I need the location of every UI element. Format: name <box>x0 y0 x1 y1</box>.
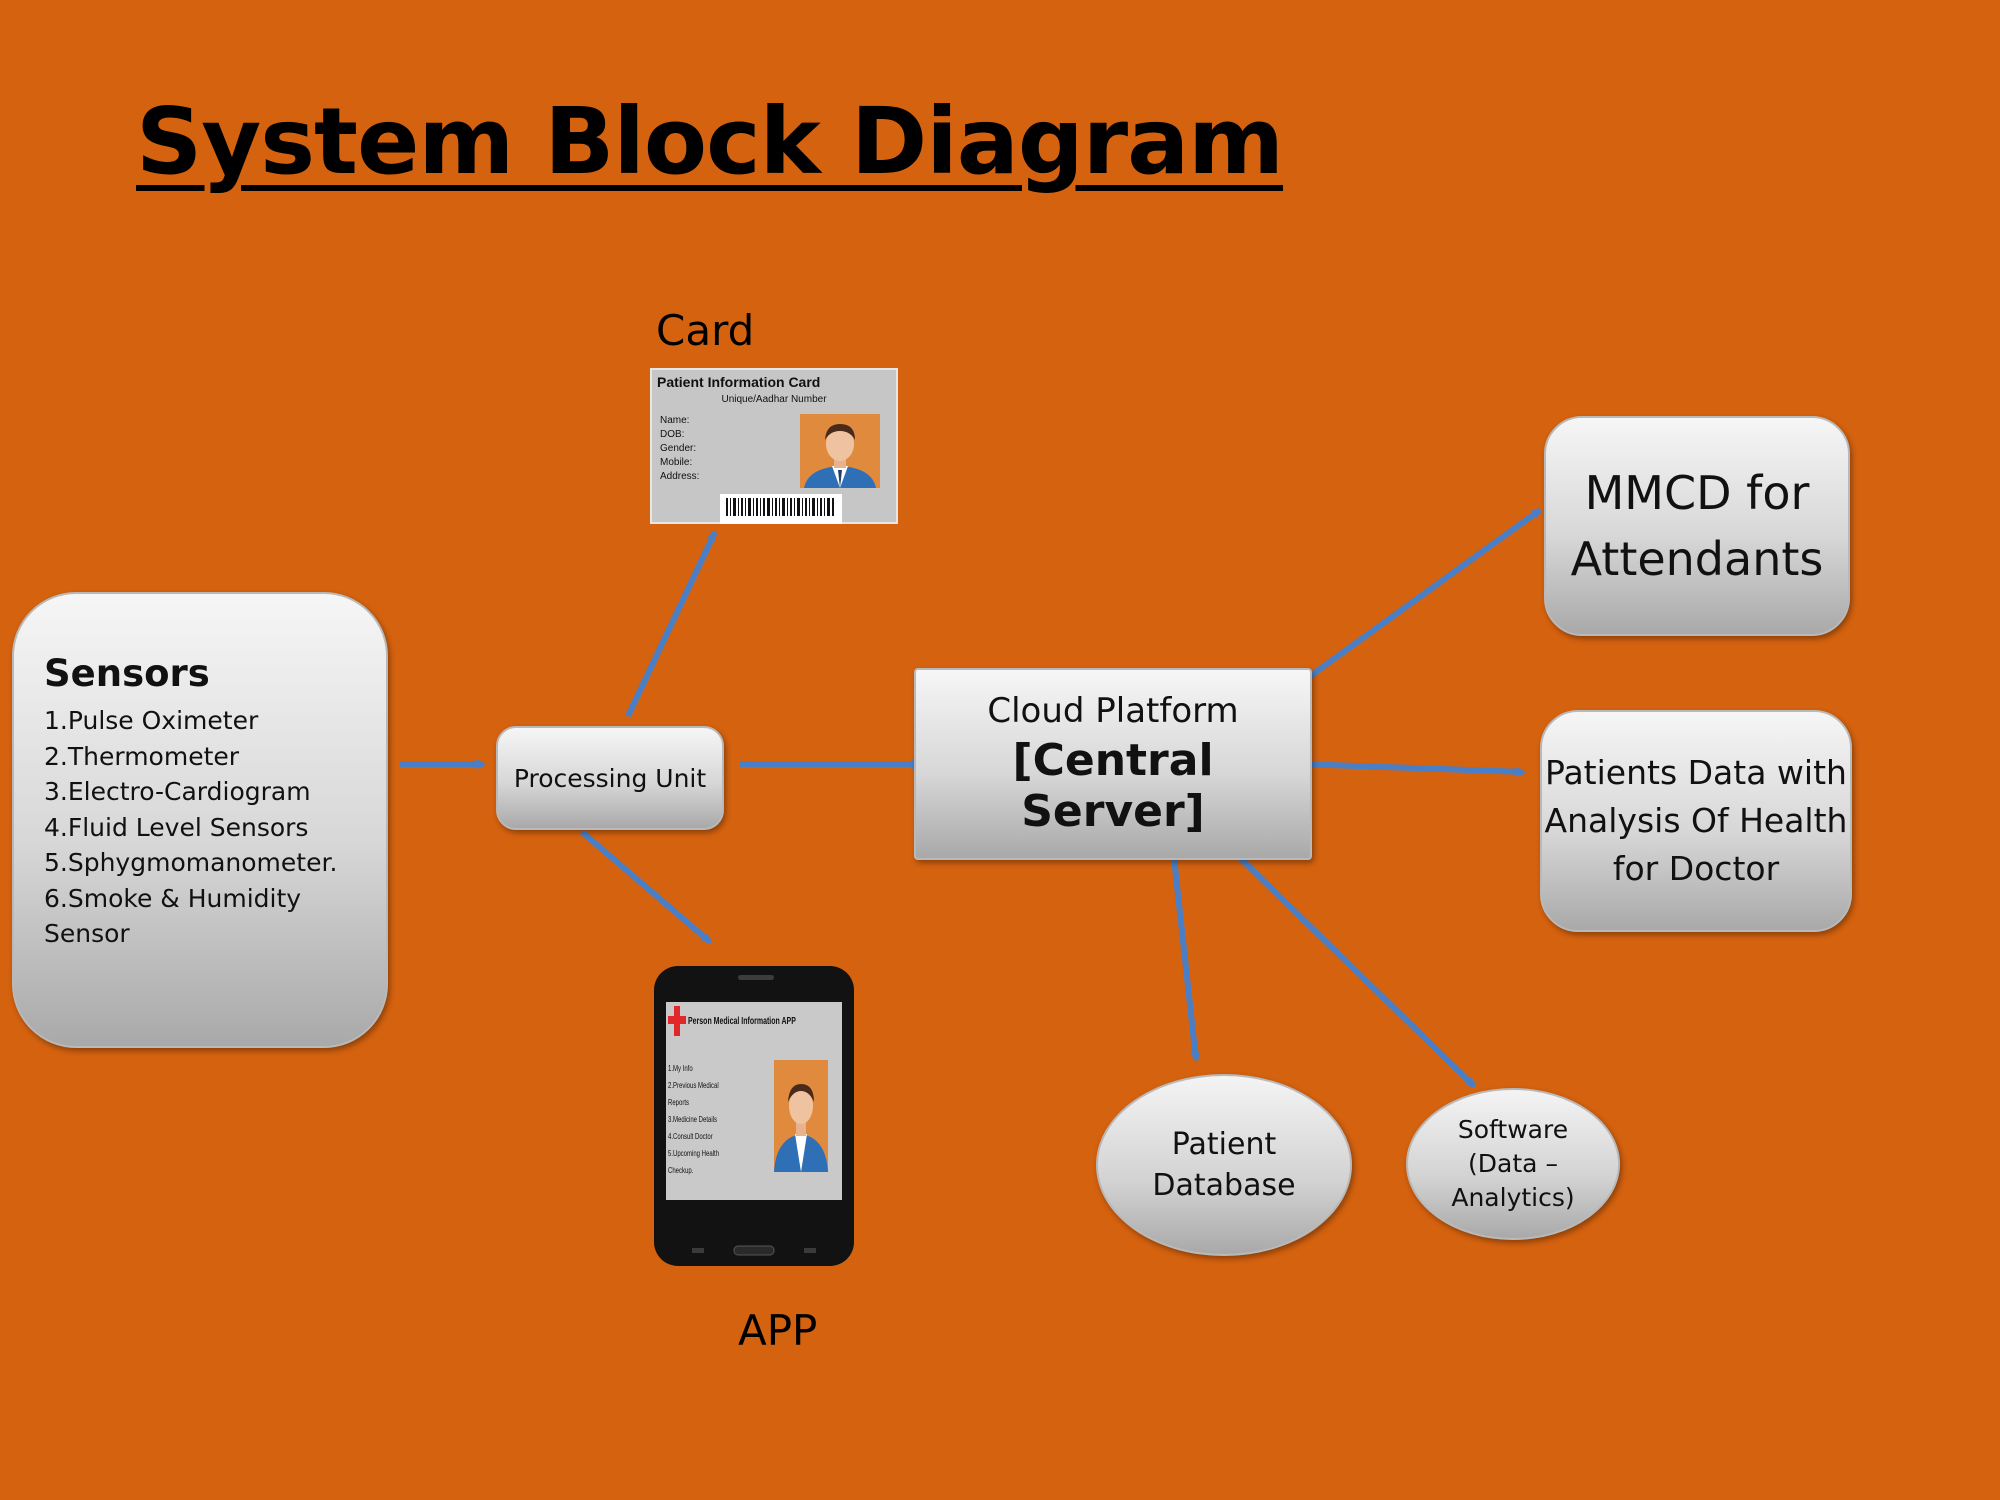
page-title: System Block Diagram <box>136 88 1284 195</box>
sensor-item: 5.Sphygmomanometer. <box>44 848 338 877</box>
arrow-cloud-to-software <box>1235 853 1477 1089</box>
arrow-cloud-to-mmcd <box>1300 507 1542 685</box>
card-field: Gender: <box>660 443 697 454</box>
patients-data-label: Patients Data with Analysis Of Health fo… <box>1544 753 1848 888</box>
app-menu-item: 3.Medicine Details <box>668 1115 718 1124</box>
app-label: APP <box>738 1306 818 1355</box>
card-label: Card <box>656 306 755 355</box>
card-field: Name: <box>660 415 690 426</box>
medical-cross-icon <box>668 1006 686 1036</box>
sensors-list: 1.Pulse Oximeter 2.Thermometer 3.Electro… <box>44 703 364 952</box>
software-analytics-node: Software (Data – Analytics) <box>1406 1088 1620 1240</box>
sensor-item: 1.Pulse Oximeter <box>44 706 259 735</box>
sensor-item: 2.Thermometer <box>44 741 240 771</box>
app-menu-item: Reports <box>668 1098 690 1107</box>
app-menu: 1.My Info 2.Previous Medical Reports 3.M… <box>668 1060 719 1179</box>
app-title: Person Medical Information APP <box>688 1016 796 1027</box>
card-field: DOB: <box>660 429 685 440</box>
central-server-label: [Central Server] <box>1012 735 1214 837</box>
phone-nav-icons <box>692 1245 816 1256</box>
sensors-block: Sensors 1.Pulse Oximeter 2.Thermometer 3… <box>12 592 388 1048</box>
mmcd-block: MMCD for Attendants <box>1544 416 1850 636</box>
mmcd-label: MMCD for Attendants <box>1570 466 1824 586</box>
arrow-processing-to-card <box>625 530 718 718</box>
arrow-processing-to-app <box>580 829 712 945</box>
app-menu-item: 1.My Info <box>668 1064 693 1073</box>
phone-speaker-icon <box>738 975 774 980</box>
patient-card-image: Patient Information Card Unique/Aadhar N… <box>650 368 898 524</box>
app-menu-item: 2.Previous Medical <box>668 1081 719 1090</box>
arrow-cloud-to-patients-data <box>1301 761 1526 777</box>
app-menu-item: 5.Upcoming Health <box>668 1149 720 1158</box>
software-label: Software (Data – Analytics) <box>1451 1115 1575 1212</box>
app-menu-item: 4.Consult Doctor <box>668 1132 713 1141</box>
card-field: Mobile: <box>660 457 693 468</box>
barcode-icon <box>720 494 842 524</box>
card-field: Address: <box>660 471 700 482</box>
app-menu-item: Checkup. <box>668 1166 694 1175</box>
patient-database-label: Patient Database <box>1152 1127 1296 1203</box>
mobile-app-image: Person Medical Information APP 1.My Info… <box>654 966 854 1266</box>
processing-unit-block: Processing Unit <box>496 726 724 830</box>
cloud-platform-label: Cloud Platform <box>987 691 1239 731</box>
sensor-item: 3.Electro-Cardiogram <box>44 777 311 806</box>
sensors-heading: Sensors <box>44 652 210 695</box>
app-screen: Person Medical Information APP 1.My Info… <box>666 1002 842 1200</box>
person-avatar-icon <box>800 414 880 488</box>
patients-data-block: Patients Data with Analysis Of Health fo… <box>1540 710 1852 932</box>
patient-database-node: Patient Database <box>1096 1074 1352 1256</box>
sensor-item: 6.Smoke & Humidity Sensor <box>44 883 302 949</box>
card-subtitle: Unique/Aadhar Number <box>721 394 827 405</box>
card-title: Patient Information Card <box>657 374 821 390</box>
arrow-cloud-to-database <box>1171 857 1201 1062</box>
card-fields: Name: DOB: Gender: Mobile: Address: <box>660 414 699 484</box>
sensor-item: 4.Fluid Level Sensors <box>44 812 309 842</box>
person-avatar-icon <box>774 1060 828 1172</box>
processing-unit-label: Processing Unit <box>513 763 707 793</box>
cloud-platform-block: Cloud Platform [Central Server] <box>914 668 1312 860</box>
